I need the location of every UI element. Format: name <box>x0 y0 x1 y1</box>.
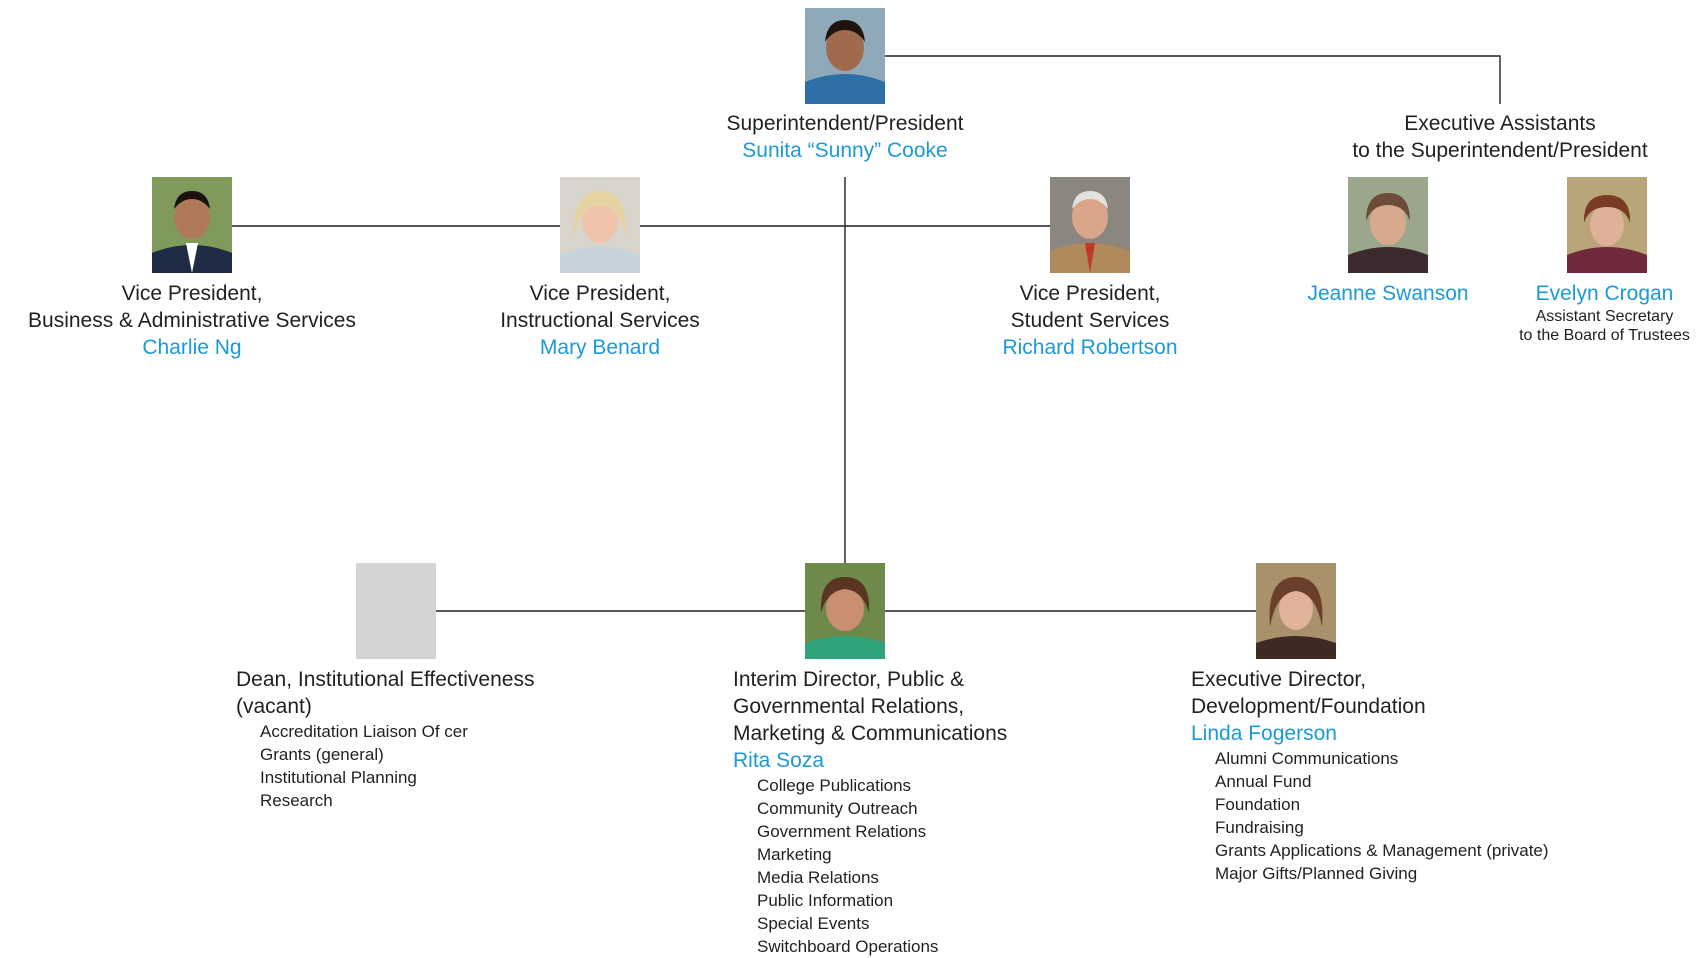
connector-to-assistants <box>885 55 1501 104</box>
vp-title-line1: Vice President, <box>121 282 263 305</box>
duty-item: Annual Fund <box>1215 772 1312 791</box>
vp-title-line2: Instructional Services <box>500 309 700 332</box>
duty-item: Grants Applications & Management (privat… <box>1215 841 1549 860</box>
portrait-photo-icon <box>152 177 232 273</box>
duty-item: Foundation <box>1215 795 1301 814</box>
mary-benard-photo <box>560 177 640 273</box>
duty-item: Special Events <box>757 914 870 933</box>
evelyn-crogan-photo <box>1567 177 1647 273</box>
assistant-name: Jeanne Swanson <box>1307 282 1469 305</box>
director-title-line3: Marketing & Communications <box>733 722 1008 745</box>
duties-list: Alumni Communications Annual Fund Founda… <box>1191 747 1631 885</box>
superintendent-card: Superintendent/President Sunita “Sunny” … <box>660 110 1030 164</box>
vp-title-line1: Vice President, <box>529 282 671 305</box>
portrait-photo-icon <box>1348 177 1428 273</box>
vp-title-line1: Vice President, <box>1019 282 1161 305</box>
vp-business-card: Vice President, Business & Administrativ… <box>0 280 384 361</box>
duty-item: College Publications <box>757 776 912 795</box>
assistant-note-line2: to the Board of Trustees <box>1519 327 1690 344</box>
duty-item: Institutional Planning <box>260 768 417 787</box>
duty-item: Marketing <box>757 845 832 864</box>
duty-item: Government Relations <box>757 822 927 841</box>
jeanne-swanson-card: Jeanne Swanson <box>1288 280 1488 307</box>
duty-item: Community Outreach <box>757 799 918 818</box>
portrait-photo-icon <box>805 563 885 659</box>
vp-instructional-card: Vice President, Instructional Services M… <box>440 280 760 361</box>
duties-list: Accreditation Liaison Of cer Grants (gen… <box>236 720 616 812</box>
vp-name: Richard Robertson <box>1002 336 1178 359</box>
jeanne-swanson-photo <box>1348 177 1428 273</box>
portrait-photo-icon <box>805 8 885 104</box>
director-title-line1: Executive Director, <box>1191 668 1367 691</box>
assistant-name: Evelyn Crogan <box>1535 282 1674 305</box>
vp-title-line2: Student Services <box>1010 309 1170 332</box>
director-title-line1: Interim Director, Public & <box>733 668 965 691</box>
duty-item: Alumni Communications <box>1215 749 1399 768</box>
duty-item: Accreditation Liaison Of cer <box>260 722 468 741</box>
richard-robertson-photo <box>1050 177 1130 273</box>
vp-student-card: Vice President, Student Services Richard… <box>940 280 1240 361</box>
director-subtitle: (vacant) <box>236 695 312 718</box>
vacant-placeholder-icon <box>356 563 436 659</box>
evelyn-crogan-card: Evelyn Crogan Assistant Secretary to the… <box>1505 280 1704 345</box>
duty-item: Fundraising <box>1215 818 1304 837</box>
portrait-photo-icon <box>1256 563 1336 659</box>
superintendent-name: Sunita “Sunny” Cooke <box>742 139 948 162</box>
portrait-photo-icon <box>1050 177 1130 273</box>
director-title-line2: Development/Foundation <box>1191 695 1426 718</box>
duty-item: Grants (general) <box>260 745 384 764</box>
director-title-line2: Governmental Relations, <box>733 695 965 718</box>
director-title-line1: Dean, Institutional Effectiveness <box>236 668 535 691</box>
vp-title-line2: Business & Administrative Services <box>28 309 356 332</box>
duty-item: Major Gifts/Planned Giving <box>1215 864 1418 883</box>
director-public-relations-card: Interim Director, Public & Governmental … <box>733 666 1093 958</box>
duties-list: College Publications Community Outreach … <box>733 774 1093 958</box>
rita-soza-photo <box>805 563 885 659</box>
executive-assistants-heading-line2: to the Superintendent/President <box>1352 139 1648 162</box>
superintendent-title: Superintendent/President <box>726 112 964 135</box>
superintendent-photo <box>805 8 885 104</box>
director-development-card: Executive Director, Development/Foundati… <box>1191 666 1631 885</box>
duty-item: Research <box>260 791 333 810</box>
duty-item: Public Information <box>757 891 894 910</box>
dean-institutional-effectiveness-card: Dean, Institutional Effectiveness (vacan… <box>236 666 616 812</box>
duty-item: Switchboard Operations <box>757 937 939 956</box>
assistant-note-line1: Assistant Secretary <box>1535 308 1674 325</box>
vp-name: Mary Benard <box>539 336 661 359</box>
executive-assistants-heading-line1: Executive Assistants <box>1404 112 1596 135</box>
portrait-photo-icon <box>1567 177 1647 273</box>
director-name: Linda Fogerson <box>1191 722 1337 745</box>
duty-item: Media Relations <box>757 868 879 887</box>
portrait-photo-icon <box>560 177 640 273</box>
director-name: Rita Soza <box>733 749 825 772</box>
executive-assistants-heading: Executive Assistants to the Superintende… <box>1310 110 1690 164</box>
charlie-ng-photo <box>152 177 232 273</box>
linda-fogerson-photo <box>1256 563 1336 659</box>
vp-name: Charlie Ng <box>142 336 242 359</box>
